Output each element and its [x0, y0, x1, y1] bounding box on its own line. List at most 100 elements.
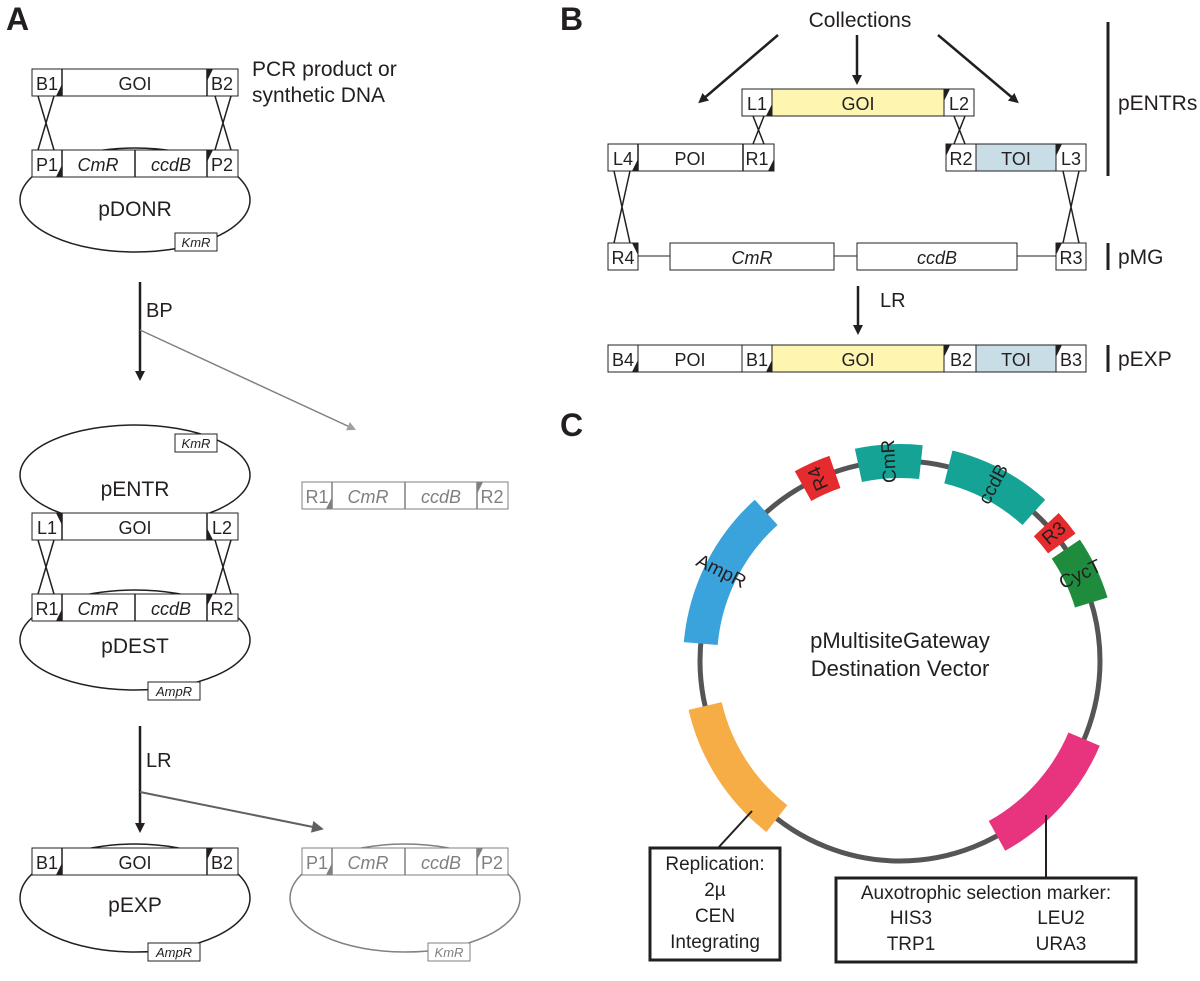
site-r1: R1 — [35, 599, 58, 619]
pmg-site-r3: R3 — [1059, 248, 1082, 268]
lr-label-a: LR — [146, 750, 172, 772]
cmr-segment — [854, 444, 923, 482]
pexp-site-b1: B1 — [36, 853, 58, 873]
vector-title-line1: pMultisiteGateway — [810, 628, 990, 653]
site-l1: L1 — [37, 518, 57, 538]
pexp-site-b2: B2 — [211, 853, 233, 873]
poi-entry: L4 POI R1 — [607, 143, 775, 172]
kmr-marker-pentr: KmR — [182, 436, 211, 451]
toi-site-l3: L3 — [1061, 149, 1081, 169]
lr-byproduct-ccdb: ccdB — [421, 853, 461, 873]
pexp-toi-fill — [975, 344, 1057, 373]
pmg-ccdb: ccdB — [917, 248, 957, 268]
cmr-segment-label: CmR — [878, 439, 901, 483]
cmr-label-pdest: CmR — [78, 599, 119, 619]
pdonr-plasmid: P1 CmR ccdB P2 pDONR KmR — [19, 147, 251, 253]
lr-byproduct-p1: P1 — [306, 853, 328, 873]
r4-site — [794, 455, 841, 501]
pmg-row: R4 CmR ccdB R3 — [607, 242, 1087, 271]
pexp-site-b2-b: B2 — [950, 350, 972, 370]
auxo-his3: HIS3 — [890, 908, 932, 929]
pexp-goi-fill — [771, 344, 945, 373]
replication-integrating: Integrating — [670, 932, 760, 953]
panel-label-b: B — [560, 1, 583, 37]
pentr-label: pENTR — [101, 478, 170, 501]
replication-cen: CEN — [695, 906, 735, 927]
panel-label-a: A — [6, 1, 29, 37]
pmg-cmr: CmR — [732, 248, 773, 268]
ampr-marker-pdest: AmpR — [155, 684, 192, 699]
site-l2: L2 — [212, 518, 232, 538]
lr-byproduct-kmr: KmR — [435, 945, 464, 960]
ampr-marker-pexp: AmpR — [155, 945, 192, 960]
ccdb-segment — [944, 450, 1046, 526]
kmr-marker: KmR — [182, 235, 211, 250]
goi-fill — [771, 88, 945, 117]
source-fragment: B1 GOI B2 — [31, 68, 239, 97]
pdest-plasmid: R1 CmR ccdB R2 pDEST AmpR — [19, 589, 251, 701]
goi-label-pentr: GOI — [118, 518, 151, 538]
poi-site-r1: R1 — [745, 149, 768, 169]
byproduct-cmr: CmR — [348, 487, 389, 507]
lr-byproduct-cmr: CmR — [348, 853, 389, 873]
auxo-ura3: URA3 — [1036, 934, 1087, 955]
site-p1: P1 — [36, 155, 58, 175]
pexp-plasmid: B1 GOI B2 pEXP AmpR — [19, 843, 251, 962]
goi-entry: L1 GOI L2 — [741, 88, 975, 117]
poi-label: POI — [674, 149, 705, 169]
pmg-label: pMG — [1118, 246, 1164, 269]
replication-segment — [688, 702, 788, 832]
site-b2: B2 — [211, 74, 233, 94]
replication-box: Replication: 2µ CEN Integrating — [648, 846, 782, 962]
byproduct-ccdb: ccdB — [421, 487, 461, 507]
toi-label: TOI — [1001, 149, 1031, 169]
ampr-segment — [683, 499, 778, 646]
goi-label-b: GOI — [841, 94, 874, 114]
pdonr-label: pDONR — [98, 198, 172, 221]
collections-label: Collections — [809, 9, 912, 32]
auxotrophic-marker-segment — [988, 732, 1100, 851]
pexp-goi-b: GOI — [841, 350, 874, 370]
toi-site-r2: R2 — [949, 149, 972, 169]
pexp-row: B4 POI B1 GOI B2 TOI B3 — [607, 344, 1087, 373]
pmg-site-r4: R4 — [611, 248, 634, 268]
auxo-leu2: LEU2 — [1037, 908, 1085, 929]
panel-b: Collections L1 GOI L2 L4 POI R1 — [607, 9, 1197, 373]
ccdb-label: ccdB — [151, 155, 191, 175]
byproduct-site-r1: R1 — [305, 487, 328, 507]
bp-byproduct: R1 CmR ccdB R2 — [301, 481, 509, 510]
pentr-plasmid: KmR pENTR L1 GOI L2 — [19, 424, 251, 541]
pexp-goi: GOI — [118, 853, 151, 873]
bp-label: BP — [146, 300, 173, 322]
lr-byproduct: P1 CmR ccdB P2 KmR — [289, 843, 521, 962]
replication-2mu: 2µ — [704, 880, 726, 901]
pexp-site-b4: B4 — [612, 350, 634, 370]
vector-title-line2: Destination Vector — [811, 656, 990, 681]
pexp-label-b: pEXP — [1118, 348, 1172, 371]
site-b1: B1 — [36, 74, 58, 94]
byproduct-site-r2: R2 — [480, 487, 503, 507]
source-label-line1: PCR product or — [252, 58, 397, 81]
goi-label: GOI — [118, 74, 151, 94]
source-label-line2: synthetic DNA — [252, 84, 385, 107]
cmr-label: CmR — [78, 155, 119, 175]
auxotrophic-box: Auxotrophic selection marker: HIS3 LEU2 … — [834, 876, 1138, 964]
auxo-title: Auxotrophic selection marker: — [861, 883, 1111, 904]
pentrs-label: pENTRs — [1118, 92, 1197, 115]
pexp-site-b1-b: B1 — [746, 350, 768, 370]
lr-byproduct-p2: P2 — [481, 853, 503, 873]
auxo-trp1: TRP1 — [887, 934, 936, 955]
cyct-segment — [1051, 539, 1108, 608]
site-p2: P2 — [211, 155, 233, 175]
pexp-poi: POI — [674, 350, 705, 370]
pexp-label: pEXP — [108, 894, 162, 917]
goi-site-l1: L1 — [747, 94, 767, 114]
toi-entry: R2 TOI L3 — [945, 143, 1087, 172]
site-r2: R2 — [210, 599, 233, 619]
poi-site-l4: L4 — [613, 149, 633, 169]
goi-site-l2: L2 — [949, 94, 969, 114]
pexp-site-b3: B3 — [1060, 350, 1082, 370]
pexp-toi: TOI — [1001, 350, 1031, 370]
